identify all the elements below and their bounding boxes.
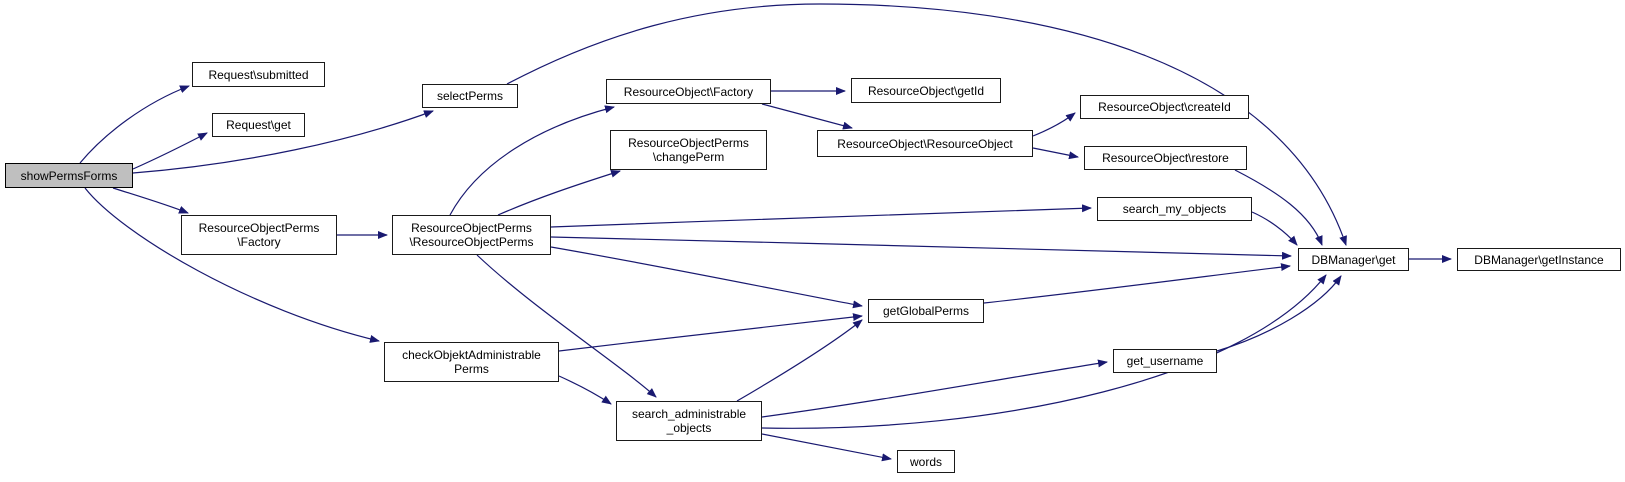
node-get-global-perms[interactable]: getGlobalPerms: [868, 299, 984, 323]
edge-resource-object-perms-resource-object-perms-to-search-administrable-objects: [476, 254, 657, 398]
node-get-username[interactable]: get_username: [1113, 349, 1217, 373]
node-label-line: ResourceObject\Factory: [623, 84, 754, 99]
edge-resource-object-perms-resource-object-perms-to-resource-object-factory: [449, 105, 615, 216]
edge-show-perms-forms-to-resource-object-perms-factory: [112, 187, 189, 214]
node-show-perms-forms[interactable]: showPermsForms: [5, 163, 133, 188]
node-label-line: words: [909, 454, 942, 469]
edge-resource-object-factory-to-resource-object-resource-object: [761, 103, 853, 130]
edge-resource-object-perms-resource-object-perms-to-get-global-perms: [550, 246, 863, 309]
edge-search-administrable-objects-to-dbmanager-get: [761, 274, 1327, 429]
node-resource-object-perms-change-perm[interactable]: ResourceObjectPerms\changePerm: [610, 130, 767, 170]
node-label-line: ResourceObject\createId: [1098, 100, 1231, 114]
node-label-line: \ResourceObjectPerms: [409, 235, 534, 249]
edge-search-administrable-objects-to-get-username: [761, 359, 1108, 418]
edge-show-perms-forms-to-check-objekt-administrable-perms: [84, 187, 380, 343]
node-words[interactable]: words: [897, 450, 955, 473]
edge-get-global-perms-to-dbmanager-get: [983, 263, 1291, 304]
edge-get-username-to-dbmanager-get: [1216, 275, 1342, 352]
edge-resource-object-resource-object-to-resource-object-restore: [1032, 147, 1079, 160]
node-label-line: ResourceObjectPerms: [411, 221, 532, 235]
edge-search-my-objects-to-dbmanager-get: [1251, 211, 1298, 246]
node-label-line: Request\submitted: [208, 67, 309, 82]
node-resource-object-factory[interactable]: ResourceObject\Factory: [606, 79, 771, 104]
edge-resource-object-resource-object-to-resource-object-create-id: [1032, 112, 1076, 137]
node-search-my-objects[interactable]: search_my_objects: [1097, 197, 1252, 221]
node-resource-object-create-id[interactable]: ResourceObject\createId: [1080, 95, 1249, 119]
node-label-line: ResourceObjectPerms: [198, 221, 320, 235]
edge-check-objekt-administrable-perms-to-get-global-perms: [558, 313, 863, 352]
edge-show-perms-forms-to-select-perms: [132, 110, 434, 174]
node-label-line: \Factory: [237, 235, 281, 249]
node-label-line: ResourceObject\restore: [1102, 151, 1229, 165]
edge-resource-object-perms-resource-object-perms-to-search-my-objects: [550, 204, 1092, 228]
edge-select-perms-to-dbmanager-get: [506, 3, 1347, 246]
edge-show-perms-forms-to-request-get: [132, 132, 208, 170]
node-search-administrable-objects[interactable]: search_administrable_objects: [616, 401, 762, 441]
node-label-line: getGlobalPerms: [882, 304, 970, 318]
node-request-get[interactable]: Request\get: [212, 113, 305, 137]
node-resource-object-restore[interactable]: ResourceObject\restore: [1084, 146, 1247, 170]
node-request-submitted[interactable]: Request\submitted: [192, 62, 325, 87]
node-label-line: checkObjektAdministrable: [402, 348, 541, 362]
edge-search-administrable-objects-to-get-global-perms: [736, 319, 863, 402]
node-label-line: Request\get: [226, 118, 291, 132]
edge-resource-object-perms-resource-object-perms-to-dbmanager-get: [550, 236, 1292, 260]
node-select-perms[interactable]: selectPerms: [422, 84, 518, 108]
node-label-line: selectPerms: [436, 89, 504, 103]
edge-show-perms-forms-to-request-submitted: [79, 85, 190, 164]
node-label-line: ResourceObjectPerms: [628, 136, 749, 150]
edge-search-administrable-objects-to-words: [761, 433, 892, 462]
node-dbmanager-get[interactable]: DBManager\get: [1298, 248, 1409, 271]
node-label-line: DBManager\get: [1311, 252, 1396, 267]
edge-check-objekt-administrable-perms-to-search-administrable-objects: [558, 375, 612, 405]
node-label-line: Perms: [454, 362, 489, 376]
node-label-line: search_administrable: [631, 407, 747, 421]
node-resource-object-get-id[interactable]: ResourceObject\getId: [851, 78, 1001, 103]
node-label-line: get_username: [1126, 354, 1204, 368]
node-dbmanager-get-instance[interactable]: DBManager\getInstance: [1457, 248, 1621, 271]
node-label-line: _objects: [666, 421, 712, 435]
node-resource-object-perms-resource-object-perms[interactable]: ResourceObjectPerms\ResourceObjectPerms: [392, 215, 551, 255]
node-label-line: ResourceObject\getId: [867, 83, 985, 98]
node-label-line: search_my_objects: [1122, 202, 1227, 216]
edge-resource-object-perms-resource-object-perms-to-resource-object-perms-change-perm: [497, 169, 621, 216]
node-label-line: DBManager\getInstance: [1474, 252, 1604, 267]
node-label-line: \changePerm: [652, 150, 725, 164]
node-resource-object-resource-object[interactable]: ResourceObject\ResourceObject: [817, 130, 1033, 157]
node-resource-object-perms-factory[interactable]: ResourceObjectPerms\Factory: [181, 215, 337, 255]
edge-resource-object-restore-to-dbmanager-get: [1234, 169, 1323, 246]
node-label-line: ResourceObject\ResourceObject: [837, 136, 1013, 151]
node-label-line: showPermsForms: [20, 168, 118, 183]
